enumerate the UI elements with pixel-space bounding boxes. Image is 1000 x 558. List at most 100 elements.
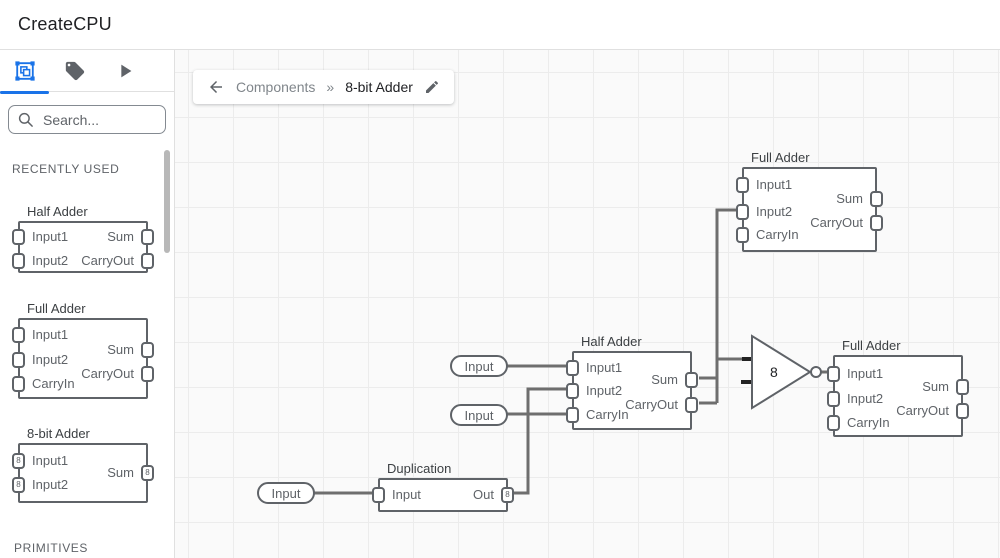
chip-title: Duplication xyxy=(387,461,452,476)
edit-pencil-icon[interactable] xyxy=(424,79,440,95)
input-pill-2[interactable]: Input xyxy=(450,404,508,426)
search-icon xyxy=(18,112,33,127)
port-label-out: Out xyxy=(473,487,494,502)
chip-title: Half Adder xyxy=(581,334,642,349)
tab-simulate[interactable] xyxy=(100,50,150,92)
back-arrow-icon[interactable] xyxy=(207,78,225,96)
port-label-input1: Input1 xyxy=(847,366,884,381)
port-label-carryin: CarryIn xyxy=(847,415,890,430)
port-label-sum: Sum xyxy=(107,342,134,357)
app-header: CreateCPU xyxy=(0,0,1000,50)
port-input1[interactable]: 8 xyxy=(12,453,25,469)
sidebar-tabbar xyxy=(0,50,174,94)
port-sum[interactable] xyxy=(141,342,154,358)
port-label-input1: Input1 xyxy=(32,327,69,342)
port-out[interactable]: 8 xyxy=(501,487,514,503)
port-input1[interactable] xyxy=(736,177,749,193)
port-label-carryout: CarryOut xyxy=(625,397,678,412)
breadcrumb-separator: » xyxy=(326,79,335,95)
port-label-input1: Input1 xyxy=(32,229,69,244)
app-title: CreateCPU xyxy=(18,14,112,34)
chip-title: Full Adder xyxy=(842,338,901,353)
input-pill-label: Input xyxy=(464,358,494,374)
port-input2[interactable] xyxy=(566,383,579,399)
section-recently-used: RECENTLY USED xyxy=(12,162,120,176)
port-label-carryout: CarryOut xyxy=(896,403,949,418)
play-icon xyxy=(121,64,132,78)
port-label-sum: Sum xyxy=(922,379,949,394)
port-input2[interactable] xyxy=(736,204,749,220)
active-tab-indicator xyxy=(0,91,49,94)
port-label-input: Input xyxy=(392,487,421,502)
port-label-carryin: CarryIn xyxy=(32,376,75,391)
section-primitives: PRIMITIVES xyxy=(14,541,89,555)
breadcrumb-parent[interactable]: Components xyxy=(236,79,316,95)
port-label-sum: Sum xyxy=(836,191,863,206)
port-carryin[interactable] xyxy=(827,415,840,431)
port-label-input2: Input2 xyxy=(32,253,69,268)
port-input1[interactable] xyxy=(827,366,840,382)
chip-title: Full Adder xyxy=(751,150,810,165)
port-carryin[interactable] xyxy=(12,376,25,392)
breadcrumb: Components » 8-bit Adder xyxy=(193,70,454,104)
port-carryout[interactable] xyxy=(685,397,698,413)
port-label-input1: Input1 xyxy=(586,360,623,375)
port-label-sum: Sum xyxy=(107,229,134,244)
port-label-sum: Sum xyxy=(651,372,678,387)
tab-labels[interactable] xyxy=(50,50,100,92)
chip-title: Half Adder xyxy=(27,204,88,219)
sidebar-scrollbar[interactable] xyxy=(164,150,170,253)
port-label-input1: Input1 xyxy=(756,177,793,192)
port-carryin[interactable] xyxy=(736,227,749,243)
port-carryout[interactable] xyxy=(141,253,154,269)
port-sum[interactable] xyxy=(141,229,154,245)
frame-select-icon xyxy=(15,61,35,81)
search-box[interactable] xyxy=(8,105,166,134)
port-label-input2: Input2 xyxy=(32,352,69,367)
port-label-carryout: CarryOut xyxy=(81,366,134,381)
search-input[interactable] xyxy=(43,111,153,128)
port-label-input2: Input2 xyxy=(847,391,884,406)
port-label-input2: Input2 xyxy=(586,383,623,398)
chip-title: 8-bit Adder xyxy=(27,426,90,441)
port-label-input2: Input2 xyxy=(756,204,793,219)
port-carryout[interactable] xyxy=(141,366,154,382)
port-sum[interactable] xyxy=(685,372,698,388)
port-label-input1: Input1 xyxy=(32,453,69,468)
port-label-input2: Input2 xyxy=(32,477,69,492)
port-input2[interactable]: 8 xyxy=(12,477,25,493)
port-carryout[interactable] xyxy=(870,215,883,231)
canvas-grid[interactable] xyxy=(175,50,1000,558)
port-label-carryout: CarryOut xyxy=(810,215,863,230)
port-sum[interactable] xyxy=(956,379,969,395)
tab-components[interactable] xyxy=(0,50,50,94)
input-pill-1[interactable]: Input xyxy=(450,355,508,377)
port-input2[interactable] xyxy=(12,352,25,368)
port-label-sum: Sum xyxy=(107,465,134,480)
chip-title: Full Adder xyxy=(27,301,86,316)
input-pill-label: Input xyxy=(271,485,301,501)
input-pill-3[interactable]: Input xyxy=(257,482,315,504)
port-label-carryout: CarryOut xyxy=(81,253,134,268)
port-input1[interactable] xyxy=(12,327,25,343)
port-sum[interactable]: 8 xyxy=(141,465,154,481)
port-carryout[interactable] xyxy=(956,403,969,419)
port-label-carryin: CarryIn xyxy=(756,227,799,242)
input-pill-label: Input xyxy=(464,407,494,423)
port-input2[interactable] xyxy=(12,253,25,269)
port-carryin[interactable] xyxy=(566,407,579,423)
breadcrumb-current: 8-bit Adder xyxy=(345,79,413,95)
port-sum[interactable] xyxy=(870,191,883,207)
port-input1[interactable] xyxy=(12,229,25,245)
port-input2[interactable] xyxy=(827,391,840,407)
port-input1[interactable] xyxy=(566,360,579,376)
port-input[interactable] xyxy=(372,487,385,503)
